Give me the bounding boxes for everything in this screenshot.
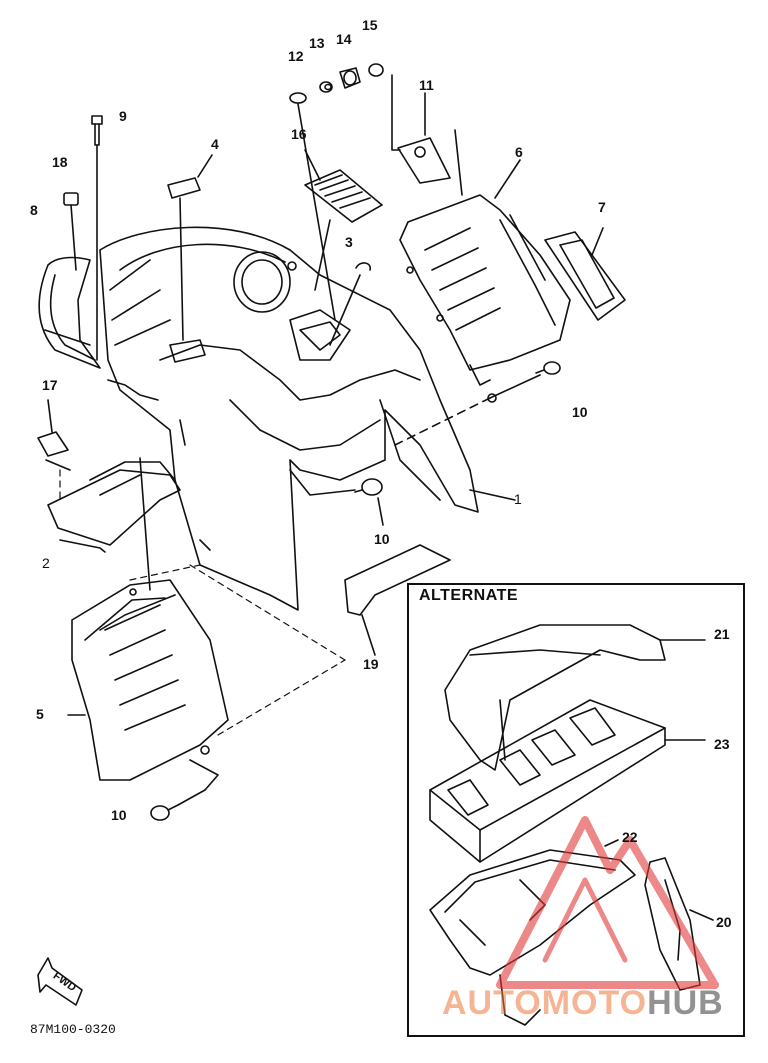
part-2-tray	[47, 457, 181, 591]
automotohub-logo-triangle	[496, 816, 719, 989]
part-6-side-grille	[399, 159, 571, 386]
callout-18: 18	[52, 154, 68, 170]
callout-22: 22	[622, 829, 638, 845]
part-21-top-cover	[444, 624, 706, 771]
part-3-clip	[329, 262, 371, 346]
callout-16: 16	[291, 126, 307, 142]
callout-9: 9	[119, 108, 127, 124]
callout-2: 2	[42, 555, 50, 571]
part-17-clip	[37, 399, 71, 471]
callout-13: 13	[309, 35, 325, 51]
watermark-part1: AUTOMOTO	[442, 984, 648, 1022]
callout-15: 15	[362, 17, 378, 33]
callout-11: 11	[419, 77, 434, 93]
catalog-code: 87M100-0320	[30, 1022, 116, 1037]
bolt-10-middle	[289, 469, 384, 526]
callout-10-bottom: 10	[111, 807, 127, 823]
bolt-10-bottom	[150, 759, 219, 821]
callout-6: 6	[515, 144, 523, 160]
part-23-block	[429, 699, 706, 863]
leader-line-1	[469, 489, 516, 501]
assembly-lines	[59, 469, 346, 736]
callout-23: 23	[714, 736, 730, 752]
callout-3: 3	[345, 234, 353, 250]
callout-5: 5	[36, 706, 44, 722]
bolt-9	[91, 115, 103, 361]
callout-10-right: 10	[572, 404, 588, 420]
callout-10-middle: 10	[374, 531, 390, 547]
callout-14: 14	[336, 31, 352, 47]
alternate-title: ALTERNATE	[419, 587, 519, 604]
callout-19: 19	[363, 656, 379, 672]
part-19-strip	[344, 544, 451, 656]
fwd-arrow	[37, 957, 83, 1006]
automotohub-watermark: AUTOMOTOHUB	[442, 984, 724, 1023]
callout-17: 17	[42, 377, 58, 393]
part-11-bracket	[391, 74, 463, 196]
callout-12: 12	[288, 48, 304, 64]
fastener-stack-12-15	[289, 63, 384, 321]
callout-1: 1	[514, 491, 522, 507]
callout-4: 4	[211, 136, 219, 152]
callout-21: 21	[714, 626, 730, 642]
alternate-box	[407, 583, 745, 1037]
main-fairing	[99, 226, 479, 611]
callout-20: 20	[716, 914, 732, 930]
callout-7: 7	[598, 199, 606, 215]
bolt-10-right	[394, 361, 561, 446]
part-4-lid	[167, 154, 213, 341]
part-8-inner-panel	[38, 256, 101, 369]
watermark-part2: HUB	[647, 984, 724, 1022]
cap-18	[63, 192, 79, 271]
part-5-front-grille	[67, 579, 229, 781]
callout-8: 8	[30, 202, 38, 218]
part-7-strip	[544, 227, 626, 321]
